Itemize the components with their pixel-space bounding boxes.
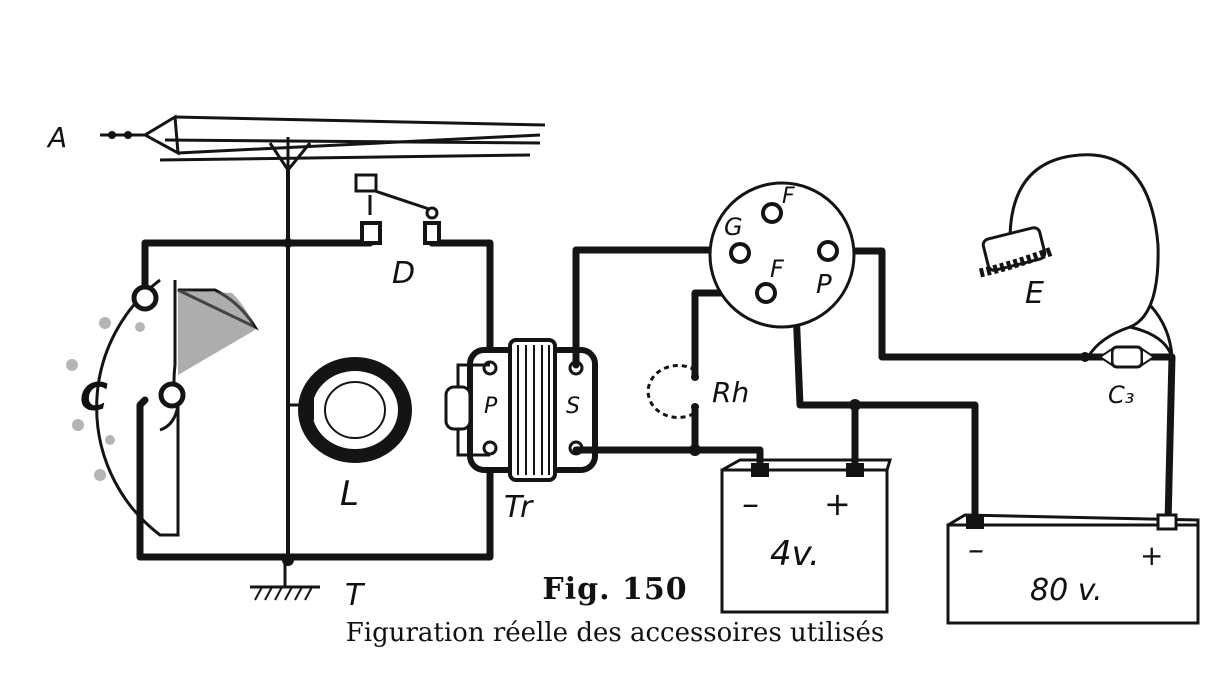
label-capacitor: C₃ [1108,381,1134,409]
capacitor [1098,345,1156,369]
label-primary: P [484,394,498,419]
label-lamp-filament-top: F [782,184,795,209]
label-headphones: E [1025,276,1044,311]
label-ground: T [345,578,366,613]
coil [288,357,412,463]
ground-symbol [250,560,320,601]
headphones [978,153,1174,358]
battery-4v-minus: – [742,484,759,524]
label-detector: D [392,256,415,291]
battery-80v-plus: + [1140,539,1163,572]
transformer [444,338,598,482]
valve-socket [708,181,856,329]
label-lamp-plate: P [816,270,832,300]
label-lamp-filament-bottom: F [770,255,785,283]
battery-80v [946,513,1200,625]
label-antenna: A [46,121,67,154]
battery-80v-label: 80 v. [1030,573,1103,608]
label-secondary: S [566,394,580,419]
figure-caption: Figuration réelle des accessoires utilis… [345,618,885,648]
antenna [100,114,546,173]
battery-4v-plus: + [824,485,851,523]
tuning-circuit-wires [136,168,494,566]
label-coil: L [340,474,359,514]
label-rheostat: Rh [712,376,749,409]
label-condenser: C [80,375,108,419]
rheostat [646,364,699,419]
crystal-detector [354,173,441,245]
battery-4v [720,458,893,614]
label-transformer: Tr [504,490,534,525]
label-lamp-grid: G [724,213,743,241]
battery-80v-minus: – [968,530,984,568]
figure-title: Fig. 150 [542,572,688,607]
variable-condenser [66,278,259,537]
battery-4v-label: 4v. [770,534,820,574]
